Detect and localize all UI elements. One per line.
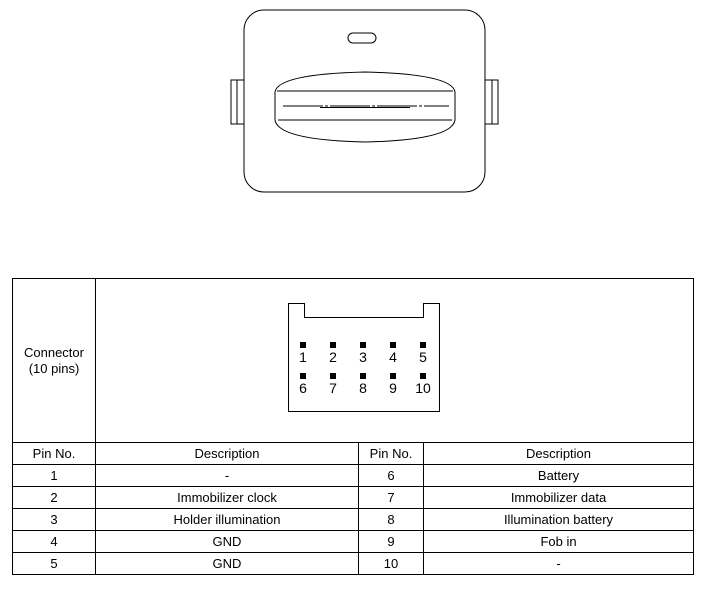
pin-no-cell: 3 (12, 508, 96, 531)
pin-no-cell: 8 (358, 508, 424, 531)
pin-no-cell: 4 (12, 530, 96, 553)
pin-6: 6 (293, 373, 313, 396)
header-pin-no-right: Pin No. (358, 442, 424, 465)
table-row: 4 GND 9 Fob in (12, 530, 695, 553)
pin-no-cell: 2 (12, 486, 96, 509)
pin-table: Connector (10 pins) 1 2 3 4 5 6 7 8 9 10 (12, 278, 695, 575)
key-slot (274, 71, 456, 143)
header-description-left: Description (95, 442, 359, 465)
holder-body (243, 9, 486, 193)
connector-label-line1: Connector (24, 344, 84, 360)
key-holder-diagram (230, 9, 499, 193)
pin-1: 1 (293, 342, 313, 365)
description-cell: - (95, 464, 359, 487)
description-cell: Fob in (422, 530, 695, 553)
table-row: 1 - 6 Battery (12, 464, 695, 487)
description-cell: GND (95, 530, 359, 553)
pin-no-cell: 10 (358, 552, 424, 575)
connector-outline (288, 303, 440, 412)
header-description-right: Description (422, 442, 695, 465)
indicator-slot (347, 32, 377, 44)
pin-5: 5 (413, 342, 433, 365)
connector-row: Connector (10 pins) 1 2 3 4 5 6 7 8 9 10 (12, 278, 695, 443)
connector-label-cell: Connector (10 pins) (12, 278, 96, 443)
pin-no-cell: 1 (12, 464, 96, 487)
pin-no-cell: 5 (12, 552, 96, 575)
connector-face: 1 2 3 4 5 6 7 8 9 10 (288, 303, 440, 412)
table-header-row: Pin No. Description Pin No. Description (12, 442, 695, 465)
pin-no-cell: 9 (358, 530, 424, 553)
pin-no-cell: 7 (358, 486, 424, 509)
pin-2: 2 (323, 342, 343, 365)
connector-diagram-cell: 1 2 3 4 5 6 7 8 9 10 (94, 278, 695, 443)
pin-3: 3 (353, 342, 373, 365)
pin-no-cell: 6 (358, 464, 424, 487)
header-pin-no-left: Pin No. (12, 442, 96, 465)
table-row: 5 GND 10 - (12, 552, 695, 575)
right-tab (483, 79, 499, 125)
description-cell: Holder illumination (95, 508, 359, 531)
description-cell: Immobilizer clock (95, 486, 359, 509)
pin-8: 8 (353, 373, 373, 396)
left-tab (230, 79, 246, 125)
pin-7: 7 (323, 373, 343, 396)
description-cell: Battery (422, 464, 695, 487)
pin-9: 9 (383, 373, 403, 396)
description-cell: - (422, 552, 695, 575)
connector-label-line2: (10 pins) (28, 360, 80, 376)
description-cell: GND (95, 552, 359, 575)
table-row: 2 Immobilizer clock 7 Immobilizer data (12, 486, 695, 509)
table-row: 3 Holder illumination 8 Illumination bat… (12, 508, 695, 531)
description-cell: Immobilizer data (422, 486, 695, 509)
description-cell: Illumination battery (422, 508, 695, 531)
pin-4: 4 (383, 342, 403, 365)
pin-10: 10 (413, 373, 433, 396)
